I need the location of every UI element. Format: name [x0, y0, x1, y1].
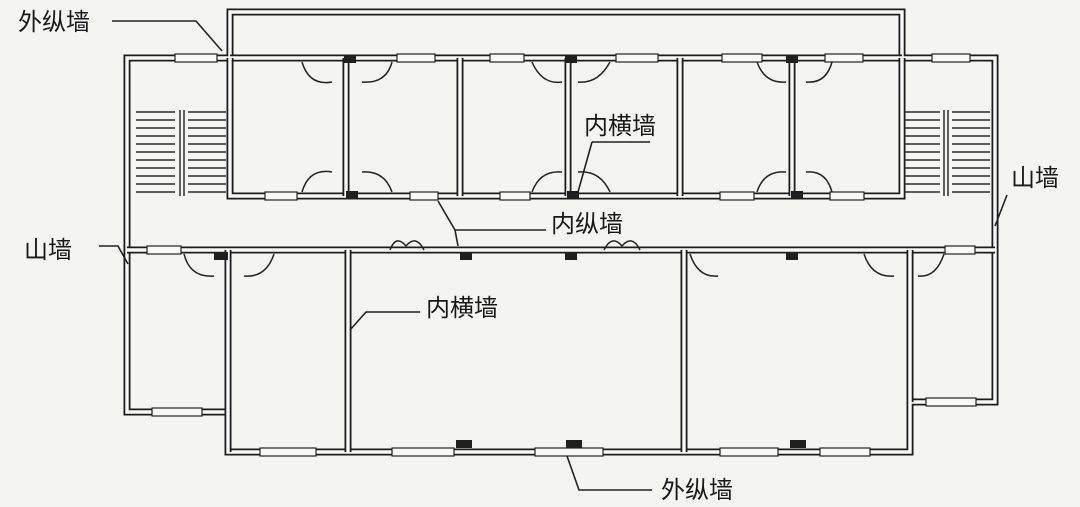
right-stair — [904, 110, 990, 196]
wall-nibs — [214, 55, 806, 448]
inner-longitudinal-wall-label: 内纵墙 — [551, 210, 623, 238]
lower-windows — [146, 245, 977, 457]
inner-transverse-wall-bottom-label: 内横墙 — [426, 294, 498, 322]
lower-room-walls — [127, 246, 995, 452]
gable-wall-left-label: 山墙 — [24, 236, 72, 264]
door-swings — [183, 61, 945, 277]
upper-room-walls — [226, 54, 906, 200]
outer-longitudinal-wall-top-label: 外纵墙 — [18, 8, 90, 36]
annotation-leaders — [99, 20, 1008, 491]
outer-longitudinal-wall-bottom-label: 外纵墙 — [661, 476, 733, 504]
inner-transverse-wall-top-label: 内横墙 — [584, 112, 656, 140]
upper-windows — [174, 53, 971, 201]
gable-wall-right-label: 山墙 — [1011, 164, 1059, 192]
left-stair — [136, 110, 226, 196]
